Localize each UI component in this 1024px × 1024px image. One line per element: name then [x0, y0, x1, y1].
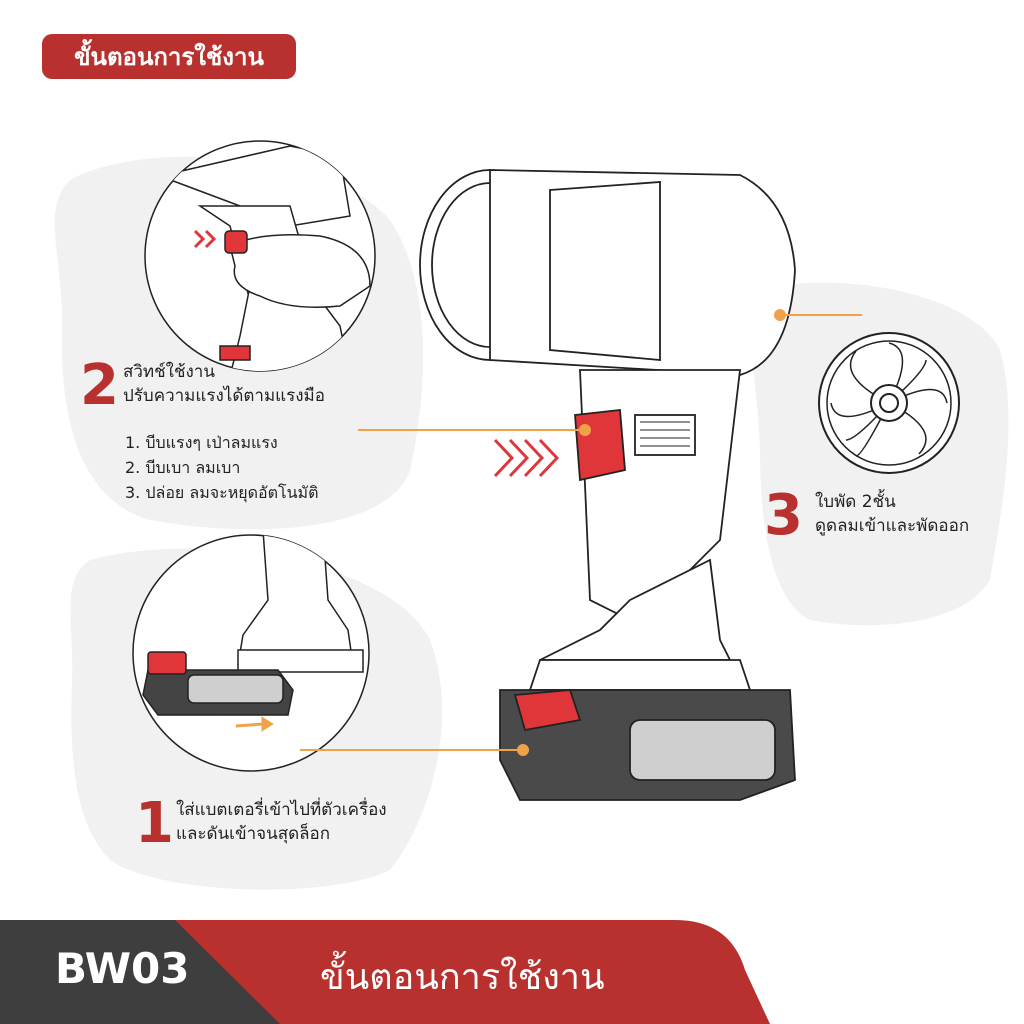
step-2-item: 2. บีบเบา ลมเบา	[125, 458, 241, 477]
chevron-arrows-icon	[493, 438, 560, 478]
heat-gun-illustration	[419, 169, 796, 801]
step-3-line1: ใบพัด 2ชั้น	[815, 492, 896, 512]
footer-title: ขั้นตอนการใช้งาน	[320, 957, 605, 998]
step-1-line2: และดันเข้าจนสุดล็อก	[176, 824, 331, 844]
footer-accent	[175, 920, 1024, 1024]
step-1-line1: ใส่แบตเตอรี่เข้าไปที่ตัวเครื่อง	[176, 800, 387, 820]
header-badge-label: ขั้นตอนการใช้งาน	[74, 43, 264, 71]
step-1-number: 1	[135, 791, 174, 856]
trigger-detail-inset	[144, 140, 376, 372]
step-2-list: 1. บีบแรงๆ เป่าลมแรง 2. บีบเบา ลมเบา 3. …	[125, 430, 318, 505]
step-2-item: 3. ปล่อย ลมจะหยุดอัตโนมัติ	[125, 483, 319, 502]
arrow-right-icon	[235, 716, 274, 732]
step-2-item: 1. บีบแรงๆ เป่าลมแรง	[125, 433, 278, 452]
header-badge: ขั้นตอนการใช้งาน	[42, 34, 296, 79]
step-3-line2: ดูดลมเข้าและพัดออก	[815, 516, 970, 536]
step-2-title: สวิทช์ใช้งาน	[123, 362, 215, 382]
footer-model: BW03	[55, 944, 190, 993]
fan-blade-icon	[818, 332, 960, 474]
step-2-subtitle: ปรับความแรงได้ตามแรงมือ	[123, 386, 325, 406]
step-2-number: 2	[80, 353, 119, 418]
step-3-number: 3	[764, 483, 803, 548]
chevron-arrows-icon	[193, 229, 217, 249]
battery-detail-inset	[132, 534, 370, 772]
